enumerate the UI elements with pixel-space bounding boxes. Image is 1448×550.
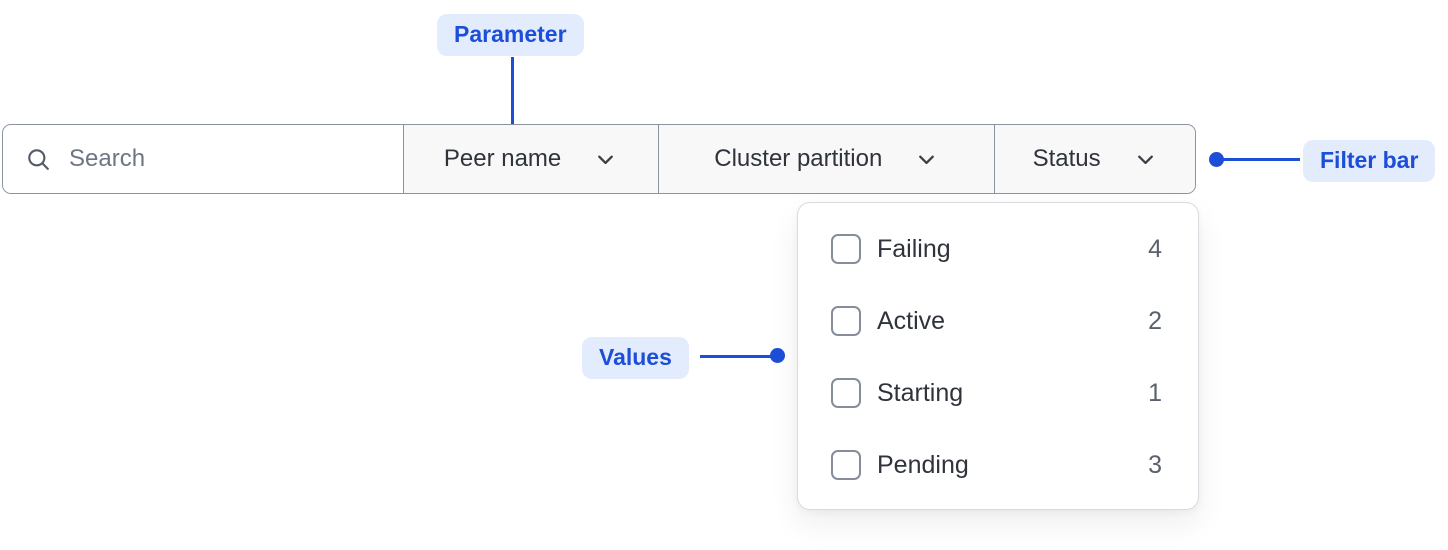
values-connector-dot xyxy=(770,348,785,363)
dropdown-option-failing[interactable]: Failing 4 xyxy=(798,213,1198,285)
chevron-down-icon xyxy=(1133,147,1158,172)
parameter-annotation-badge: Parameter xyxy=(437,14,584,56)
option-count: 4 xyxy=(1148,234,1162,263)
search-icon xyxy=(25,146,52,173)
option-count: 2 xyxy=(1148,306,1162,335)
filter-parameter-label: Cluster partition xyxy=(714,145,883,172)
search-field[interactable] xyxy=(3,125,403,193)
pending-checkbox[interactable] xyxy=(831,450,861,480)
filter-bar-connector-dot xyxy=(1209,152,1224,167)
dropdown-option-starting[interactable]: Starting 1 xyxy=(798,357,1198,429)
option-count: 1 xyxy=(1148,378,1162,407)
active-checkbox[interactable] xyxy=(831,306,861,336)
option-label: Failing xyxy=(877,234,951,263)
option-label: Active xyxy=(877,306,946,335)
filter-bar: Peer name Cluster partition Status xyxy=(2,124,1196,194)
option-label: Pending xyxy=(877,450,969,479)
option-count: 3 xyxy=(1148,450,1162,479)
dropdown-option-active[interactable]: Active 2 xyxy=(798,285,1198,357)
filter-parameter-label: Peer name xyxy=(443,145,562,172)
option-label: Starting xyxy=(877,378,964,407)
chevron-down-icon xyxy=(593,147,618,172)
search-input[interactable] xyxy=(69,145,369,173)
filter-parameter-label: Status xyxy=(1032,145,1101,172)
status-dropdown-panel: Failing 4 Active 2 Starting 1 Pending 3 xyxy=(797,202,1199,510)
failing-checkbox[interactable] xyxy=(831,234,861,264)
values-connector-line xyxy=(700,355,774,358)
starting-checkbox[interactable] xyxy=(831,378,861,408)
dropdown-option-pending[interactable]: Pending 3 xyxy=(798,429,1198,501)
filter-parameter-status[interactable]: Status xyxy=(994,125,1195,193)
filter-parameter-peer-name[interactable]: Peer name xyxy=(402,125,659,193)
filter-parameter-cluster-partition[interactable]: Cluster partition xyxy=(658,125,995,193)
chevron-down-icon xyxy=(914,147,939,172)
filter-bar-connector-line xyxy=(1220,158,1300,161)
filter-bar-annotation-badge: Filter bar xyxy=(1303,140,1436,182)
values-annotation-badge: Values xyxy=(582,337,689,379)
parameter-connector-line xyxy=(511,57,514,139)
